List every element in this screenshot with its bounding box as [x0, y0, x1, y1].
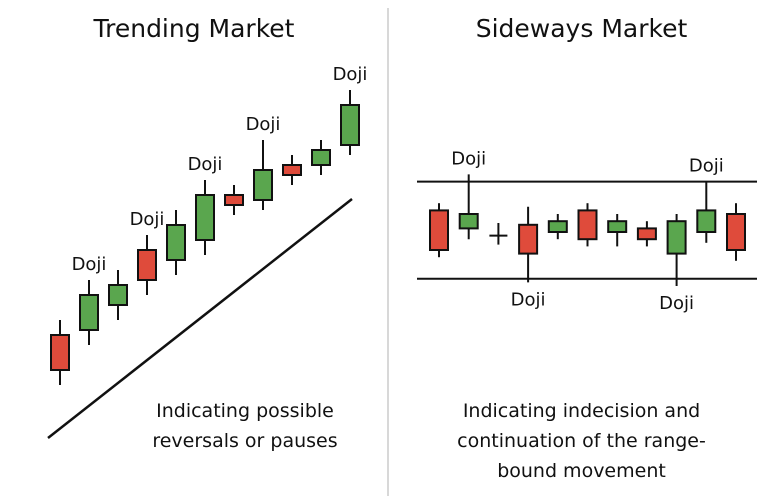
trend-candle-body-4 [166, 224, 186, 261]
left-caption-line-1: Indicating possible [156, 400, 334, 422]
doji-label-trend-1: Doji [72, 254, 107, 275]
doji-label-trend-5: Doji [188, 154, 223, 175]
left-caption-line-2: reversals or pauses [152, 430, 338, 452]
range-candle-body-3 [518, 223, 539, 255]
doji-label-bottom-8: Doji [659, 293, 694, 314]
trend-candle-body-9 [311, 149, 331, 166]
range-candle-body-9 [696, 209, 717, 233]
doji-label-bottom-3: Doji [511, 289, 546, 310]
right-caption-line-3: bound movement [497, 460, 666, 482]
range-candle-body-8 [666, 220, 687, 255]
left-panel-title: Trending Market [93, 14, 295, 43]
trend-candle-body-2 [108, 284, 128, 306]
range-candle-body-6 [607, 220, 628, 233]
trend-candle-body-7 [253, 169, 273, 201]
doji-label-trend-7: Doji [246, 114, 281, 135]
doji-label-top-9: Doji [689, 156, 724, 177]
doji-label-trend-3: Doji [130, 209, 165, 230]
trend-candle-body-8 [282, 164, 302, 176]
trend-candle-body-10 [340, 104, 360, 146]
trend-candle-body-3 [137, 249, 157, 281]
trend-candle-body-0 [50, 334, 70, 371]
trend-candle-body-5 [195, 194, 215, 241]
right-panel-title: Sideways Market [475, 14, 688, 43]
right-caption-line-2: continuation of the range- [457, 430, 706, 452]
range-candle-body-0 [429, 209, 449, 251]
right-caption: Indicating indecision and continuation o… [388, 396, 775, 486]
trendline [47, 198, 353, 439]
range-candle-body-5 [577, 209, 598, 241]
left-caption: Indicating possible reversals or pauses [0, 396, 490, 456]
range-candle-body-4 [547, 220, 568, 233]
right-caption-line-1: Indicating indecision and [462, 400, 701, 422]
trend-candle-body-6 [224, 194, 244, 206]
trend-candle-body-1 [79, 294, 99, 331]
range-candle-body-10 [726, 213, 746, 251]
range-candle-body-1 [458, 213, 479, 230]
range-candle-body-7 [636, 227, 657, 241]
doji-label-trend-10: Doji [333, 64, 368, 85]
doji-label-top-1: Doji [451, 148, 486, 169]
